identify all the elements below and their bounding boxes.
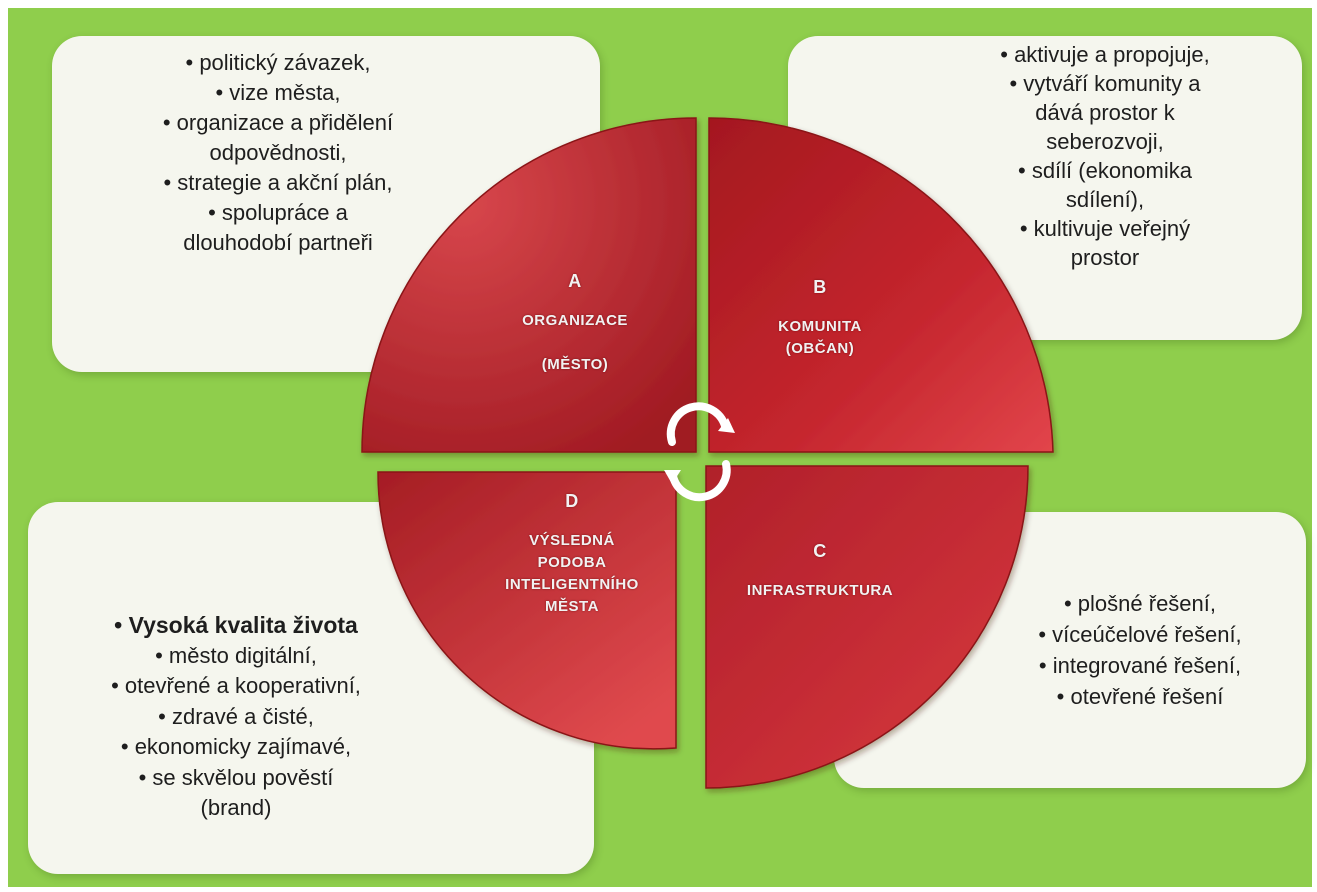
box-line: • organizace a přidělení bbox=[162, 110, 394, 135]
quadrant-name: INFRASTRUKTURA bbox=[746, 582, 894, 599]
box-line: • kultivuje veřejný bbox=[1019, 216, 1191, 241]
box-line: seberozvoji, bbox=[1046, 129, 1164, 154]
quadrant-name: ORGANIZACE bbox=[522, 312, 628, 329]
box-line: prostor bbox=[1070, 245, 1140, 270]
quadrant-c-label: C INFRASTRUKTURA bbox=[730, 540, 910, 602]
box-line: • otevřené řešení bbox=[1056, 684, 1224, 709]
box-line: sdílení), bbox=[1065, 187, 1145, 212]
box-title: • Vysoká kvalita života bbox=[114, 612, 358, 638]
box-line: (brand) bbox=[200, 795, 272, 820]
quadrant-b bbox=[708, 117, 1054, 453]
box-line: dlouhodobí partneři bbox=[183, 230, 373, 255]
quadrant-name: INTELIGENTNÍHO bbox=[505, 576, 639, 593]
box-line: • se skvělou pověstí bbox=[138, 764, 334, 790]
quadrant-name: PODOBA bbox=[537, 554, 607, 571]
quadrant-name: KOMUNITA bbox=[778, 318, 862, 335]
box-line: • otevřené a kooperativní, bbox=[111, 673, 361, 698]
box-infrastruktura-text: • plošné řešení, • víceúčelové řešení, •… bbox=[974, 588, 1306, 712]
box-line: • integrované řešení, bbox=[1038, 653, 1242, 678]
cycle-arrows-icon bbox=[664, 402, 735, 502]
quadrant-name: VÝSLEDNÁ bbox=[529, 532, 615, 549]
box-line: • vize města, bbox=[215, 80, 341, 105]
box-line: • vytváří komunity a bbox=[1009, 71, 1201, 96]
box-line: • spolupráce a bbox=[208, 200, 348, 225]
quadrant-a-label: A ORGANIZACE (MĚSTO) bbox=[495, 270, 655, 376]
quadrant-a bbox=[361, 117, 697, 453]
quadrant-sub: (MĚSTO) bbox=[541, 356, 609, 373]
quadrant-sub: (OBČAN) bbox=[785, 340, 855, 357]
quadrant-d-label: D VÝSLEDNÁ PODOBA INTELIGENTNÍHO MĚSTA bbox=[482, 490, 662, 618]
box-komunita-text: • aktivuje a propojuje, • vytváří komuni… bbox=[908, 40, 1302, 272]
box-organizace-text: • politický závazek, • vize města, • org… bbox=[52, 48, 504, 258]
box-line: • zdravé a čisté, bbox=[158, 703, 314, 729]
box-line: dává prostor k bbox=[1035, 100, 1175, 125]
quadrant-c bbox=[705, 465, 1029, 789]
quadrant-letter: B bbox=[813, 277, 827, 297]
box-line: • víceúčelové řešení, bbox=[1038, 622, 1242, 647]
quadrant-b-label: B KOMUNITA (OBČAN) bbox=[740, 276, 900, 360]
quadrant-letter: A bbox=[568, 271, 582, 291]
box-line: • plošné řešení, bbox=[1063, 591, 1216, 616]
box-line: • město digitální, bbox=[155, 642, 317, 668]
box-vysledna-podoba-text: • Vysoká kvalita života • město digitáln… bbox=[28, 610, 444, 824]
quadrant-d bbox=[377, 471, 677, 750]
box-line: • sdílí (ekonomika bbox=[1018, 158, 1192, 183]
box-line: • politický závazek, bbox=[185, 50, 371, 75]
box-line: • aktivuje a propojuje, bbox=[1000, 42, 1210, 67]
box-line: • strategie a akční plán, bbox=[163, 170, 393, 195]
box-line: odpovědnosti, bbox=[209, 140, 347, 165]
quadrant-name: MĚSTA bbox=[545, 598, 599, 615]
quadrant-letter: D bbox=[565, 491, 579, 511]
box-line: • ekonomicky zajímavé, bbox=[120, 734, 352, 759]
quadrant-letter: C bbox=[813, 541, 827, 561]
